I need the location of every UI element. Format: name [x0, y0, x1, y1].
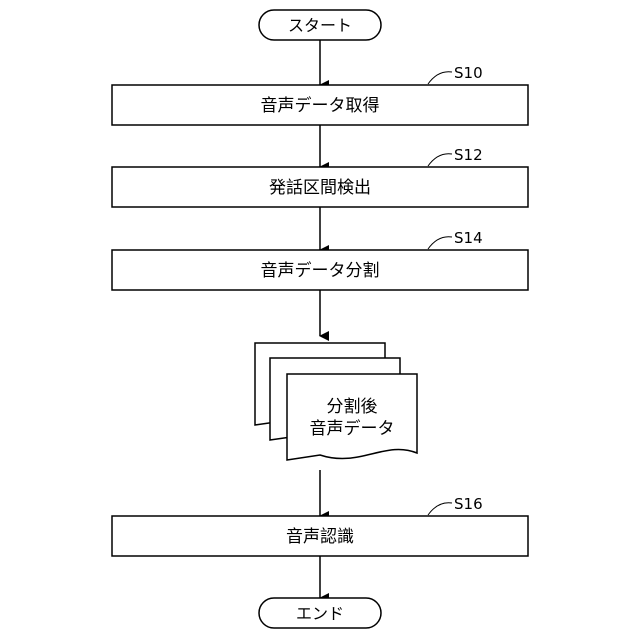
end-label: エンド — [296, 604, 344, 623]
step-s16-id: S16 — [454, 495, 483, 513]
step-s14-label: 音声データ分割 — [261, 260, 380, 281]
step-s10-leader — [428, 72, 452, 84]
step-s14-id: S14 — [454, 229, 483, 247]
step-s14-leader — [428, 237, 452, 249]
divided-audio-documents: 分割後 音声データ — [255, 343, 417, 460]
step-s12-label: 発話区間検出 — [269, 178, 371, 198]
step-s10-label: 音声データ取得 — [261, 95, 380, 116]
step-s12-leader — [428, 154, 452, 166]
document-label-line2: 音声データ — [310, 418, 395, 439]
document-front — [287, 374, 417, 460]
step-s16-leader — [428, 503, 452, 515]
start-label: スタート — [288, 16, 352, 35]
step-s10-id: S10 — [454, 64, 483, 82]
step-s16-label: 音声認識 — [286, 527, 354, 547]
step-s12-id: S12 — [454, 146, 483, 164]
end-terminal: エンド — [259, 598, 381, 628]
start-terminal: スタート — [259, 10, 381, 40]
document-label-line1: 分割後 — [327, 397, 378, 417]
